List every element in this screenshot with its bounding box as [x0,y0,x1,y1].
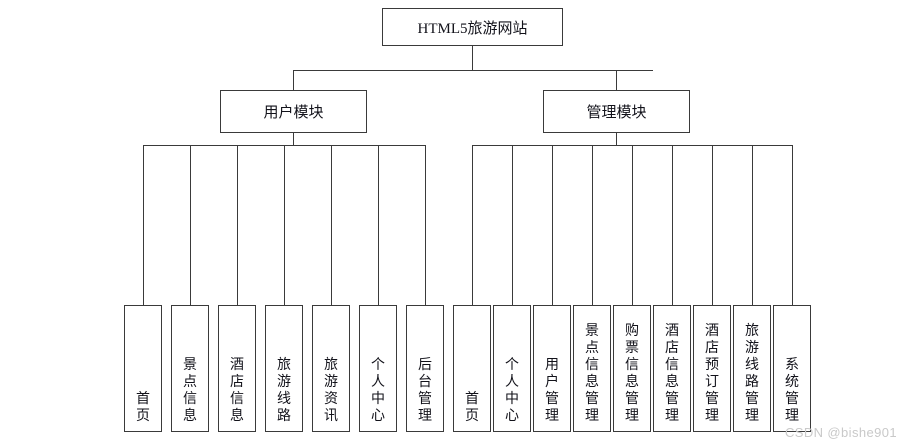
connector-root-stem [472,46,474,70]
leaf-user-1-label: 首 页 [136,392,150,424]
leaf-user-7[interactable]: 后 台 管 理 [406,305,444,432]
connector-admin-drop-5 [632,145,634,305]
leaf-user-3-label: 酒 店 信 息 [230,358,244,424]
connector-user-drop-6 [378,145,380,305]
leaf-admin-1-label: 首 页 [465,392,479,424]
watermark: CSDN @bishe901 [784,425,897,440]
leaf-user-4-label: 旅 游 线 路 [277,358,291,424]
leaf-admin-7[interactable]: 酒 店 预 订 管 理 [693,305,731,432]
connector-admin-drop-4 [592,145,594,305]
connector-admin-drop-8 [752,145,754,305]
leaf-admin-6[interactable]: 酒 店 信 息 管 理 [653,305,691,432]
leaf-admin-8[interactable]: 旅 游 线 路 管 理 [733,305,771,432]
leaf-admin-9[interactable]: 系 统 管 理 [773,305,811,432]
node-admin-module[interactable]: 管理模块 [543,90,690,133]
leaf-user-2[interactable]: 景 点 信 息 [171,305,209,432]
leaf-admin-7-label: 酒 店 预 订 管 理 [705,324,719,424]
node-admin-module-label: 管理模块 [586,105,647,121]
leaf-admin-2[interactable]: 个 人 中 心 [493,305,531,432]
leaf-admin-4[interactable]: 景 点 信 息 管 理 [573,305,611,432]
connector-root-to-admin [616,70,618,91]
connector-admin-drop-7 [712,145,714,305]
leaf-user-3[interactable]: 酒 店 信 息 [218,305,256,432]
connector-root-to-user [293,70,295,91]
leaf-user-5-label: 旅 游 资 讯 [324,358,338,424]
leaf-admin-2-label: 个 人 中 心 [505,358,519,424]
connector-admin-drop-9 [792,145,794,305]
connector-user-drop-4 [284,145,286,305]
connector-admin-drop-3 [552,145,554,305]
connector-admin-drop-1 [472,145,474,305]
leaf-user-2-label: 景 点 信 息 [183,358,197,424]
leaf-admin-5[interactable]: 购 票 信 息 管 理 [613,305,651,432]
node-user-module[interactable]: 用户模块 [220,90,367,133]
leaf-admin-9-label: 系 统 管 理 [785,358,799,424]
connector-user-stem [293,133,295,146]
connector-user-drop-7 [425,145,427,305]
connector-user-drop-1 [143,145,145,305]
connector-root-bus [293,70,653,72]
connector-admin-drop-6 [672,145,674,305]
leaf-user-6[interactable]: 个 人 中 心 [359,305,397,432]
leaf-user-4[interactable]: 旅 游 线 路 [265,305,303,432]
leaf-admin-3-label: 用 户 管 理 [545,358,559,424]
connector-user-drop-3 [237,145,239,305]
connector-admin-stem [616,133,618,146]
leaf-admin-8-label: 旅 游 线 路 管 理 [745,324,759,424]
leaf-user-7-label: 后 台 管 理 [418,358,432,424]
connector-admin-drop-2 [512,145,514,305]
leaf-user-1[interactable]: 首 页 [124,305,162,432]
leaf-user-5[interactable]: 旅 游 资 讯 [312,305,350,432]
leaf-admin-6-label: 酒 店 信 息 管 理 [665,324,679,424]
leaf-admin-5-label: 购 票 信 息 管 理 [625,324,639,424]
node-root-label: HTML5旅游网站 [417,20,528,37]
connector-user-drop-2 [190,145,192,305]
node-user-module-label: 用户模块 [263,105,324,121]
leaf-admin-1[interactable]: 首 页 [453,305,491,432]
leaf-admin-3[interactable]: 用 户 管 理 [533,305,571,432]
leaf-admin-4-label: 景 点 信 息 管 理 [585,324,599,424]
connector-user-drop-5 [331,145,333,305]
node-root[interactable]: HTML5旅游网站 [382,8,563,46]
leaf-user-6-label: 个 人 中 心 [371,358,385,424]
